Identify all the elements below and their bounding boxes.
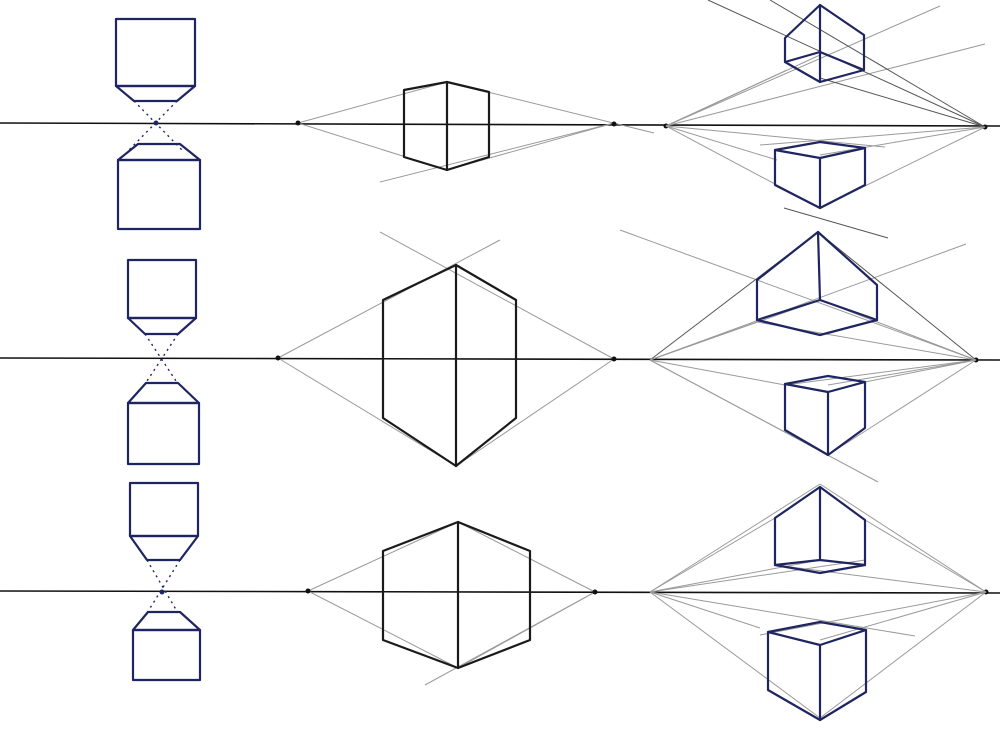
construction-line (424, 591, 596, 686)
box-front-face (128, 481, 200, 538)
construction-line (665, 69, 788, 127)
box-bottom-face (128, 534, 200, 562)
construction-line (277, 357, 457, 467)
vanishing-guide (146, 559, 181, 614)
construction-line (665, 125, 886, 148)
vanishing-point (305, 588, 311, 594)
construction-line (817, 231, 977, 361)
box-outline (783, 374, 867, 457)
box-front-face (116, 158, 202, 231)
two-point-eye-level-boxes (275, 80, 655, 686)
box-edge (816, 230, 822, 302)
box-edge (755, 298, 879, 322)
construction-line (819, 77, 986, 128)
construction-line (277, 239, 501, 359)
construction-line (455, 358, 615, 467)
construction-line (649, 359, 786, 386)
construction-line (379, 231, 615, 360)
vanishing-point (592, 589, 598, 595)
vanishing-guide (144, 333, 179, 385)
two-point-above-below-boxes (619, 0, 989, 722)
box-edge (773, 558, 867, 567)
box-front-face (114, 17, 197, 88)
box-edge (783, 50, 866, 72)
horizon-line-top (0, 122, 1000, 127)
box-top-face (131, 610, 202, 632)
vanishing-guide (144, 333, 179, 385)
vanishing-guide (133, 100, 183, 151)
horizon-line-middle (0, 357, 1000, 361)
construction-line (665, 43, 986, 127)
construction-line (619, 229, 977, 361)
construction-line (665, 125, 778, 161)
vanishing-point (295, 120, 301, 126)
construction-line (649, 559, 866, 593)
vanishing-guide (128, 100, 178, 151)
construction-line (665, 5, 941, 127)
one-point-boxes (114, 17, 202, 682)
construction-line (649, 591, 821, 719)
box-front-face (126, 401, 201, 466)
box-top-face (126, 381, 201, 405)
construction-line (379, 122, 615, 183)
construction-line (649, 243, 967, 361)
vanishing-guide (146, 559, 179, 614)
box-front-face (126, 258, 198, 320)
construction-line (759, 591, 987, 636)
construction-line (649, 517, 776, 593)
box-outline (783, 3, 866, 84)
vanishing-point (159, 589, 165, 595)
construction-line (649, 591, 761, 629)
construction-line (457, 521, 596, 593)
construction-line (864, 359, 977, 383)
box-bottom-face (114, 84, 197, 103)
construction-line (819, 591, 987, 719)
construction-line (827, 359, 977, 456)
construction-line (297, 81, 448, 124)
vanishing-point (611, 121, 617, 127)
construction-line (827, 359, 977, 386)
vanishing-point (275, 355, 281, 361)
construction-line (649, 483, 821, 593)
box-outline (766, 620, 868, 722)
box-front-face (131, 628, 202, 682)
construction-line (864, 519, 987, 593)
construction-line (649, 559, 821, 593)
construction-line (649, 359, 829, 456)
construction-line (759, 126, 986, 146)
construction-line (819, 591, 987, 641)
box-top-face (116, 142, 202, 162)
horizon-line-bottom (0, 590, 1000, 594)
construction-line (819, 126, 986, 156)
construction-line (783, 207, 889, 239)
construction-line (784, 359, 977, 386)
construction-line (819, 483, 987, 593)
box-edge (766, 628, 868, 647)
construction-line (774, 564, 987, 593)
construction-line (649, 591, 916, 637)
vanishing-point (611, 356, 617, 362)
box-bottom-face (126, 316, 198, 336)
construction-line (769, 0, 986, 128)
vanishing-point (153, 120, 159, 126)
box-outline (381, 520, 532, 670)
box-outline (773, 140, 867, 210)
